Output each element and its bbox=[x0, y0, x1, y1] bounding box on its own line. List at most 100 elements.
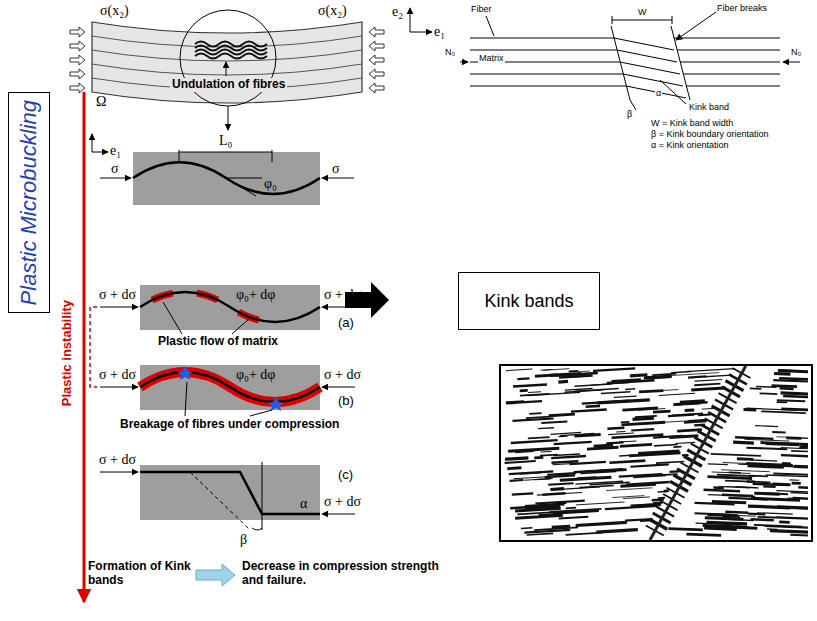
micrograph bbox=[609, 461, 645, 463]
micrograph bbox=[524, 479, 553, 481]
fibre-c bbox=[140, 472, 320, 514]
load-arrows bbox=[369, 41, 384, 51]
micrograph bbox=[704, 490, 740, 491]
micrograph bbox=[539, 514, 561, 515]
result-box: Kink bands bbox=[458, 272, 600, 330]
fibre-a bbox=[100, 307, 138, 308]
micrograph bbox=[569, 370, 579, 373]
micrograph bbox=[789, 479, 799, 481]
micrograph bbox=[684, 421, 707, 422]
kink-schematic bbox=[460, 62, 468, 63]
kink-schematic bbox=[677, 50, 780, 51]
micrograph bbox=[746, 448, 787, 450]
micrograph bbox=[658, 491, 669, 493]
micrograph bbox=[723, 517, 731, 519]
micrograph bbox=[586, 405, 600, 409]
micrograph bbox=[582, 401, 630, 404]
micrograph bbox=[791, 450, 808, 452]
micrograph bbox=[650, 366, 746, 540]
micrograph bbox=[767, 528, 777, 530]
kink-schematic bbox=[612, 16, 613, 24]
axes bbox=[410, 32, 432, 33]
micrograph bbox=[779, 521, 789, 524]
fibre-c bbox=[100, 462, 355, 530]
micrograph bbox=[630, 375, 648, 376]
beam bbox=[92, 50, 362, 61]
micrograph bbox=[517, 377, 529, 380]
angle-label: φ₀ bbox=[264, 176, 277, 192]
kink-schematic bbox=[683, 74, 780, 75]
micrograph bbox=[708, 495, 755, 497]
micrograph bbox=[520, 473, 541, 474]
micrograph bbox=[593, 368, 635, 371]
micrograph bbox=[633, 418, 654, 419]
axes bbox=[92, 8, 432, 152]
micrograph bbox=[566, 507, 576, 509]
micrograph bbox=[668, 415, 694, 417]
micrograph bbox=[534, 456, 543, 459]
micrograph bbox=[686, 369, 735, 372]
micrograph bbox=[691, 420, 707, 422]
micrograph bbox=[675, 402, 707, 404]
micrograph bbox=[500, 365, 812, 541]
zoom-arrow bbox=[228, 106, 229, 130]
result-arrow bbox=[196, 564, 235, 586]
load-label: σ + dσ bbox=[324, 287, 361, 303]
domain-label: Ω bbox=[96, 94, 106, 110]
fibre-a bbox=[163, 302, 182, 334]
micrograph bbox=[528, 437, 550, 438]
initial-fibre bbox=[179, 152, 272, 153]
load-label: σ + dσ bbox=[324, 494, 361, 510]
micrograph bbox=[772, 386, 798, 387]
micrograph bbox=[779, 378, 808, 379]
micrograph bbox=[773, 473, 808, 474]
result-label: Decrease in compression strength and fai… bbox=[242, 560, 452, 588]
micrograph bbox=[520, 394, 549, 396]
figure-tag: (c) bbox=[338, 468, 353, 483]
micrograph bbox=[559, 375, 592, 377]
micrograph bbox=[725, 481, 770, 483]
micrograph bbox=[644, 376, 672, 378]
micrograph bbox=[590, 482, 630, 484]
micrograph bbox=[800, 445, 808, 448]
micrograph bbox=[625, 388, 635, 390]
load-arrows bbox=[70, 69, 85, 79]
micrograph bbox=[505, 461, 536, 463]
micrograph bbox=[635, 416, 657, 417]
micrograph bbox=[799, 446, 808, 449]
micrograph bbox=[520, 389, 528, 392]
micrograph bbox=[735, 486, 756, 488]
micrograph bbox=[774, 372, 790, 376]
load-label: σ + dσ bbox=[99, 287, 136, 303]
micrograph bbox=[587, 447, 619, 449]
micrograph bbox=[777, 400, 805, 401]
kink-schematic bbox=[783, 62, 800, 63]
micrograph bbox=[600, 470, 627, 472]
initial-fibre bbox=[322, 178, 354, 179]
fibre-b bbox=[140, 372, 320, 402]
micrograph bbox=[606, 488, 652, 491]
micrograph bbox=[506, 401, 516, 404]
fibre-b bbox=[100, 365, 355, 416]
micrograph bbox=[619, 474, 662, 477]
kink-schematic bbox=[620, 62, 680, 74]
load-label: N₀ bbox=[444, 47, 456, 57]
micrograph bbox=[527, 533, 554, 535]
title-box: Plastic Microbuckling bbox=[8, 92, 50, 313]
micrograph bbox=[733, 441, 754, 445]
micrograph bbox=[696, 523, 742, 525]
micrograph bbox=[750, 460, 778, 461]
fibre-c bbox=[252, 528, 262, 530]
axis-label: e₁ bbox=[110, 143, 121, 159]
micrograph bbox=[548, 483, 573, 485]
load-arrows bbox=[70, 27, 85, 37]
load-arrows bbox=[70, 55, 85, 65]
micrograph bbox=[558, 380, 568, 384]
kink-schematic bbox=[470, 74, 623, 75]
micrograph bbox=[773, 483, 791, 486]
kink-schematic bbox=[660, 80, 686, 104]
micrograph bbox=[704, 375, 731, 377]
angle-label: α bbox=[655, 88, 662, 98]
